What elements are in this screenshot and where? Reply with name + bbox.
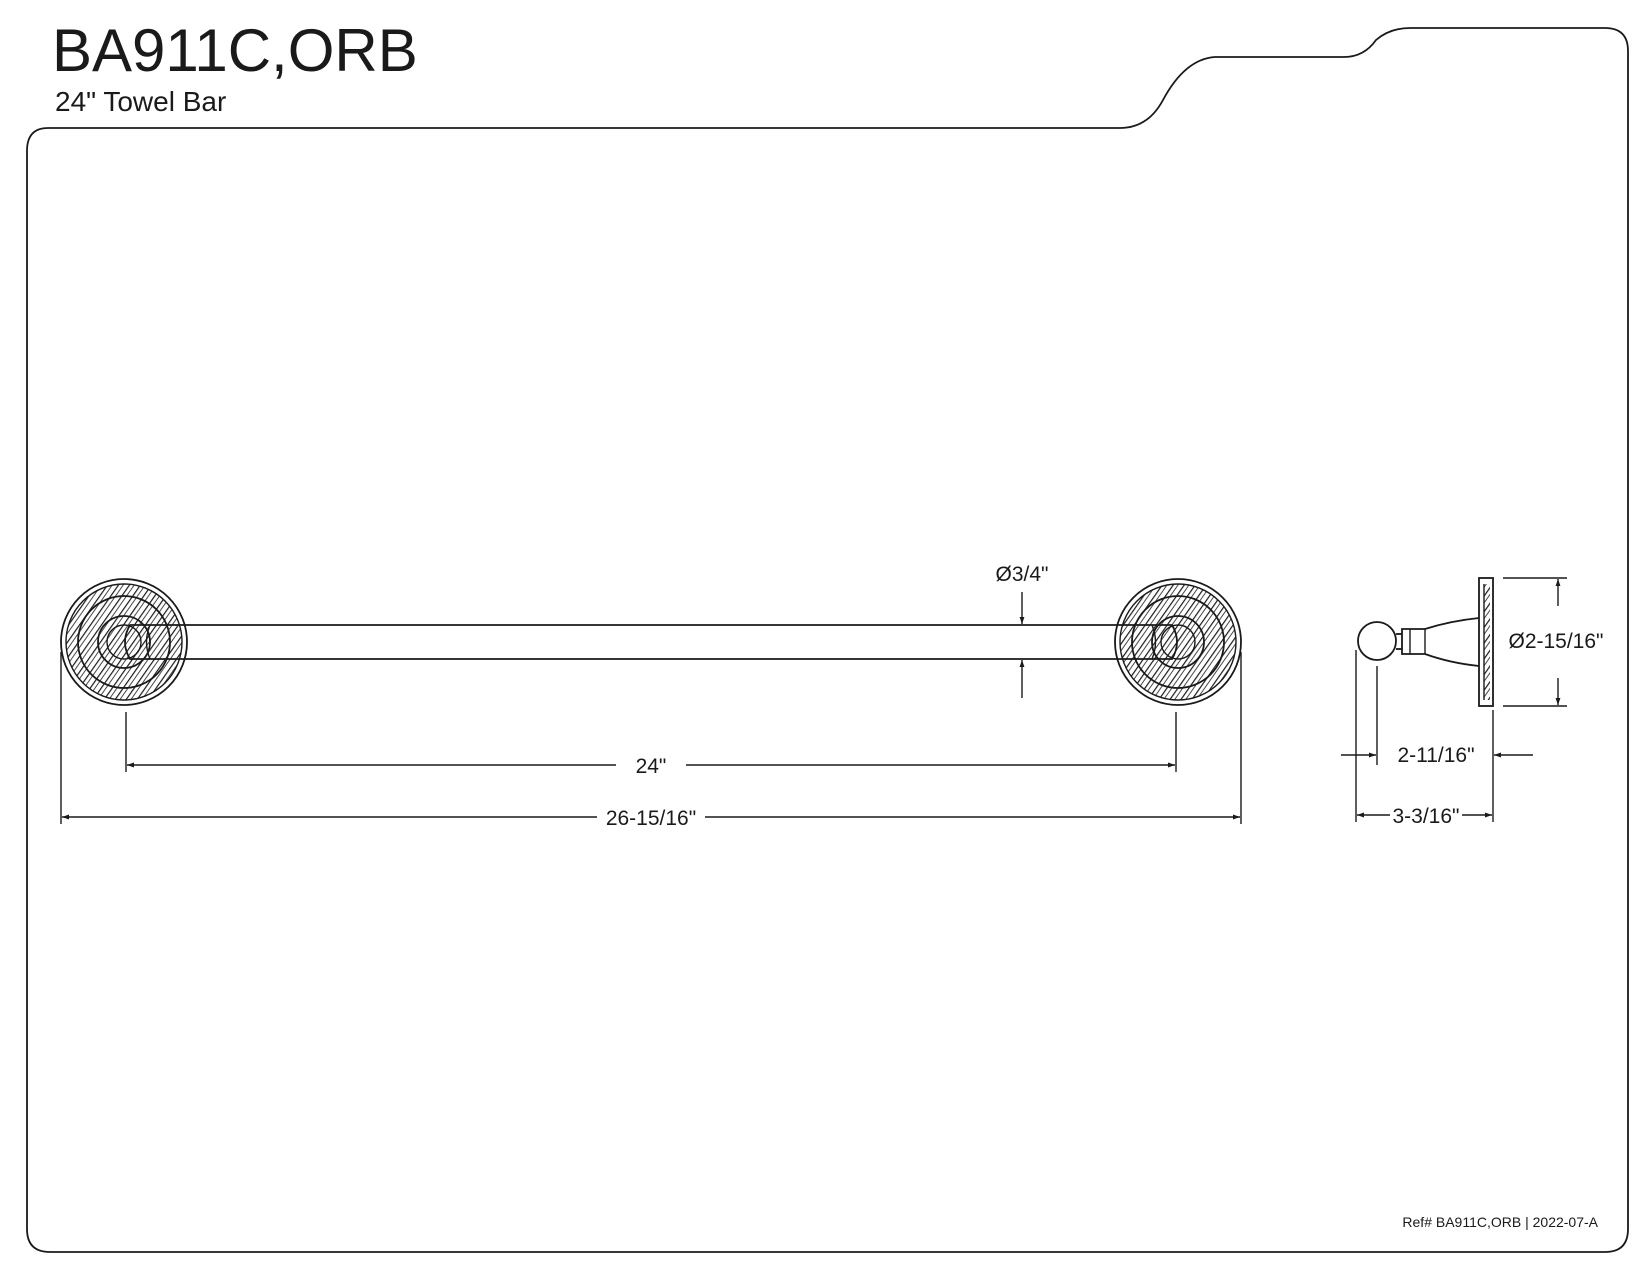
sheet-border [26, 27, 1629, 1253]
right-flange [1114, 578, 1242, 706]
left-flange [60, 578, 188, 706]
front-view: Ø3/4" 24" 26-15/16" [60, 563, 1242, 830]
flange-diameter-label: Ø2-15/16" [1508, 630, 1603, 653]
product-description: 24" Towel Bar [55, 86, 226, 117]
overall-projection-label: 3-3/16" [1393, 805, 1460, 828]
side-view: Ø2-15/16" 2-11/16" 3-3/16" [1341, 577, 1604, 828]
overall-length-label: 26-15/16" [606, 807, 696, 830]
towel-bar [124, 624, 1178, 660]
reference-number: Ref# BA911C,ORB | 2022-07-A [1402, 1214, 1598, 1230]
model-number: BA911C,ORB [52, 17, 418, 84]
bar-diameter-label: Ø3/4" [996, 563, 1049, 586]
bar-length-label: 24" [636, 755, 667, 778]
bar-projection-label: 2-11/16" [1397, 744, 1474, 767]
